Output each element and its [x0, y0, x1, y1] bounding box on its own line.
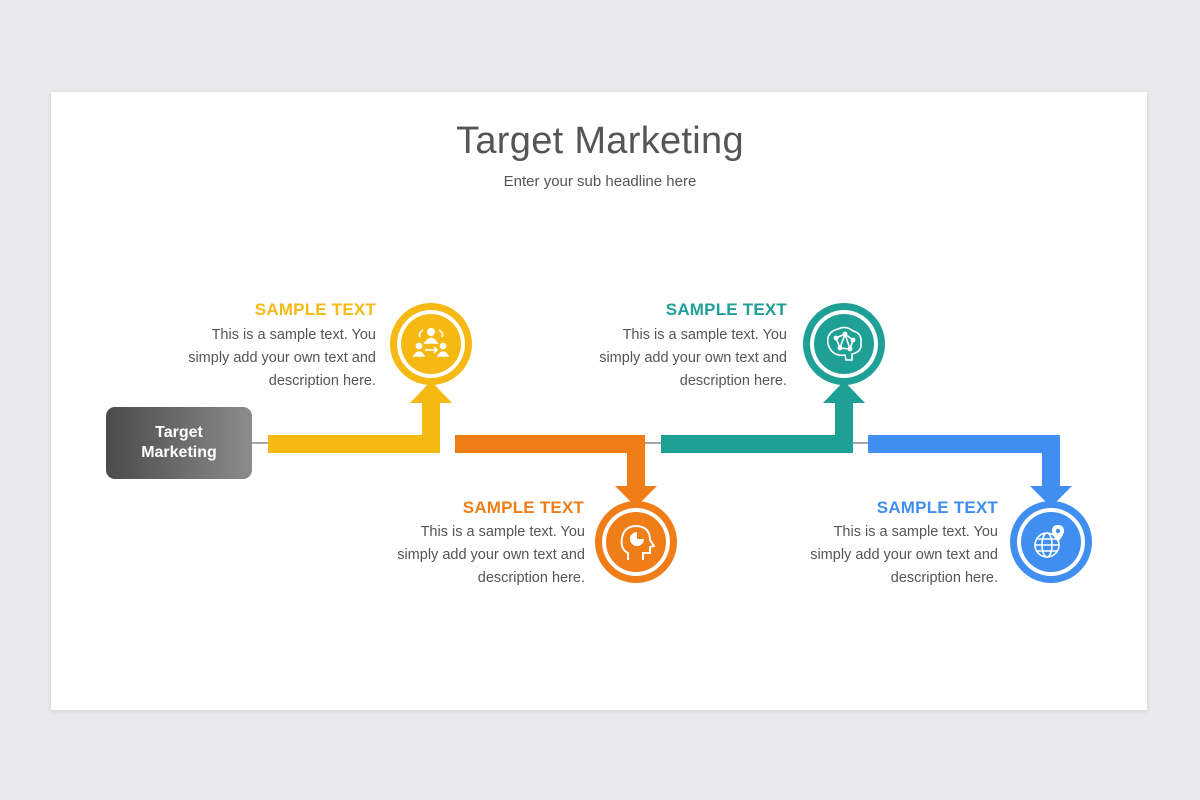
head-chart-icon	[620, 524, 656, 560]
slide-canvas	[51, 92, 1147, 710]
start-node-label: Target Marketing	[141, 424, 217, 461]
step-1-description: This is a sample text. You simply add yo…	[188, 327, 376, 389]
flow-arrow-4	[868, 435, 1072, 507]
flow-arrow-1	[268, 381, 452, 453]
step-4-description: This is a sample text. You simply add yo…	[810, 524, 998, 586]
step-2-heading: SAMPLE TEXT	[462, 498, 584, 517]
step-3-circle	[803, 303, 885, 385]
globe-pin-icon	[1034, 525, 1064, 558]
step-4-circle	[1010, 501, 1092, 583]
step-1-heading: SAMPLE TEXT	[254, 300, 376, 319]
step-4-heading: SAMPLE TEXT	[876, 498, 998, 517]
flow-arrow-2	[455, 435, 657, 507]
step-2-description: This is a sample text. You simply add yo…	[397, 524, 585, 586]
brain-network-icon	[826, 326, 862, 361]
start-node-target-marketing: Target Marketing	[106, 407, 252, 479]
step-1-circle	[390, 303, 472, 385]
flow-arrow-3	[661, 381, 865, 453]
step-3-heading: SAMPLE TEXT	[665, 300, 787, 319]
page-title: Target Marketing	[456, 120, 744, 162]
page-subtitle: Enter your sub headline here	[503, 173, 697, 190]
team-people-icon	[412, 327, 450, 357]
step-3-description: This is a sample text. You simply add yo…	[599, 327, 787, 389]
